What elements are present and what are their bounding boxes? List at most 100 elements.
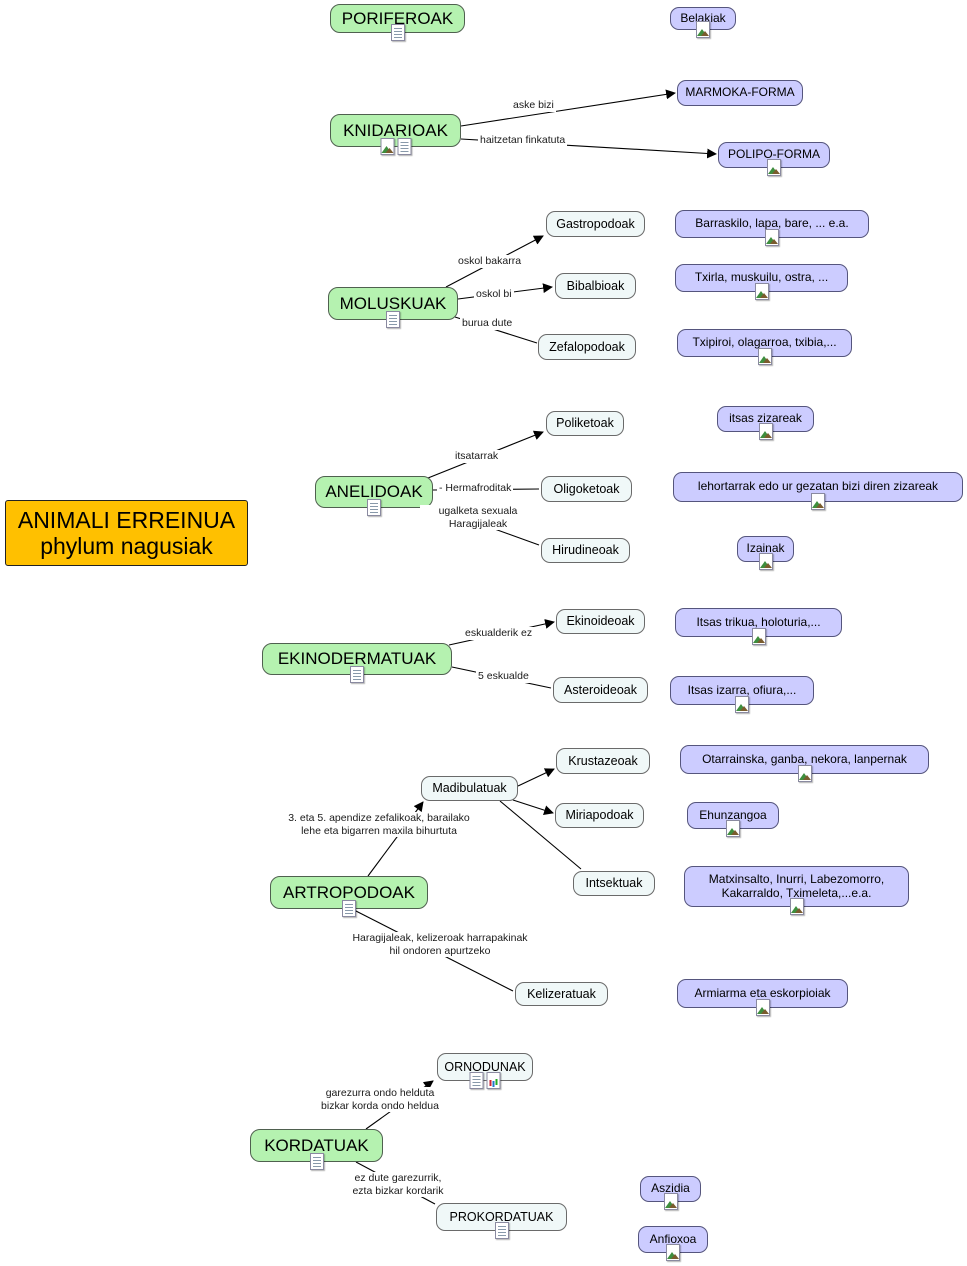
- node-itsas-izarra[interactable]: Itsas izarra, ofiura,...: [670, 676, 814, 713]
- node-icons: [367, 499, 381, 516]
- node-label: MOLUSKUAK: [339, 293, 447, 313]
- image-icon[interactable]: [666, 1244, 680, 1261]
- node-label: Aszidia: [651, 1181, 690, 1196]
- edge-label-burua-dute[interactable]: burua dute: [460, 317, 515, 330]
- image-icon[interactable]: [811, 493, 825, 510]
- node-aszidia[interactable]: Aszidia: [640, 1176, 701, 1210]
- node-label: PORIFEROAK: [341, 8, 454, 28]
- edge-label-eskualderik-ez[interactable]: eskualderik ez: [463, 627, 535, 640]
- node-label: Hirudineoak: [552, 543, 619, 558]
- document-icon[interactable]: [386, 311, 400, 328]
- document-icon[interactable]: [367, 499, 381, 516]
- node-moluskuak[interactable]: MOLUSKUAK: [328, 287, 458, 328]
- node-zefalopodoak[interactable]: Zefalopodoak: [538, 334, 636, 360]
- edge-label-kelizeroak[interactable]: Haragijaleak, kelizeroak harrapakinak hi…: [338, 932, 542, 958]
- node-itsas-trikua[interactable]: Itsas trikua, holoturia,...: [675, 608, 842, 645]
- edge-label-garezurra[interactable]: garezurra ondo helduta bizkar korda ondo…: [313, 1087, 447, 1113]
- node-artropodoak[interactable]: ARTROPODOAK: [270, 876, 428, 917]
- document-icon[interactable]: [494, 1222, 509, 1239]
- document-icon[interactable]: [397, 138, 411, 155]
- image-icon[interactable]: [757, 348, 772, 365]
- node-icons: [765, 229, 779, 246]
- node-label: Madibulatuak: [432, 781, 507, 796]
- image-icon[interactable]: [755, 999, 770, 1016]
- node-izainak[interactable]: Izainak: [737, 536, 794, 570]
- node-otarrainska[interactable]: Otarrainska, ganba, nekora, lanpernak: [680, 745, 929, 782]
- document-icon[interactable]: [390, 24, 405, 41]
- node-ehunzangoa[interactable]: Ehunzangoa: [687, 802, 779, 837]
- node-icons: [386, 311, 400, 328]
- node-label: Bibalbioak: [566, 278, 625, 293]
- node-icons: [767, 159, 781, 176]
- node-anfioxoa[interactable]: Anfioxoa: [638, 1226, 708, 1261]
- node-ekinoideoak[interactable]: Ekinoideoak: [556, 609, 645, 634]
- node-bibalbioak[interactable]: Bibalbioak: [555, 273, 636, 299]
- image-icon[interactable]: [797, 765, 812, 782]
- node-icons: [309, 1153, 324, 1170]
- node-icons: [757, 348, 772, 365]
- image-icon[interactable]: [696, 21, 710, 38]
- edge-label-hermafroditak[interactable]: - Hermafroditak: [437, 482, 514, 495]
- image-icon[interactable]: [765, 229, 779, 246]
- node-madibulatuak[interactable]: Madibulatuak: [421, 776, 518, 801]
- image-icon[interactable]: [726, 820, 740, 837]
- edge-label-bost-eskualde[interactable]: 5 eskualde: [476, 670, 531, 683]
- edge-label-apendizeak[interactable]: 3. eta 5. apendize zefalikoak, barailako…: [281, 812, 477, 838]
- node-kordatuak[interactable]: KORDATUAK: [250, 1129, 383, 1170]
- node-belakiak[interactable]: Belakiak: [670, 7, 736, 38]
- node-txipiroi[interactable]: Txipiroi, olagarroa, txibia,...: [677, 329, 852, 365]
- node-matxinsalto[interactable]: Matxinsalto, Inurri, Labezomorro, Kakarr…: [684, 866, 909, 915]
- node-poliketoak[interactable]: Poliketoak: [546, 411, 624, 436]
- node-poriferoak[interactable]: PORIFEROAK: [330, 4, 465, 41]
- document-icon[interactable]: [309, 1153, 324, 1170]
- node-gastropodoak[interactable]: Gastropodoak: [546, 211, 645, 237]
- node-lehortarrak[interactable]: lehortarrak edo ur gezatan bizi diren zi…: [673, 472, 963, 510]
- node-intsektuak[interactable]: Intsektuak: [573, 871, 655, 896]
- node-label: ANELIDOAK: [325, 482, 423, 502]
- node-label: Otarrainska, ganba, nekora, lanpernak: [702, 751, 907, 766]
- image-icon[interactable]: [663, 1193, 678, 1210]
- node-ornodunak[interactable]: ORNODUNAK: [437, 1053, 533, 1089]
- node-label: lehortarrak edo ur gezatan bizi diren zi…: [697, 479, 939, 494]
- image-icon[interactable]: [758, 553, 773, 570]
- node-asteroideoak[interactable]: Asteroideoak: [553, 677, 648, 703]
- image-icon[interactable]: [751, 628, 766, 645]
- node-ekinodermatuak[interactable]: EKINODERMATUAK: [262, 643, 452, 683]
- node-miriapodoak[interactable]: Miriapodoak: [555, 803, 644, 828]
- node-marmoka-forma[interactable]: MARMOKA-FORMA: [677, 80, 803, 106]
- image-icon[interactable]: [767, 159, 781, 176]
- document-icon[interactable]: [350, 666, 364, 683]
- document-icon[interactable]: [469, 1072, 484, 1089]
- map-title[interactable]: ANIMALI ERREINUA phylum nagusiak: [5, 500, 248, 566]
- chart-icon[interactable]: [486, 1072, 501, 1089]
- node-label: Belakiak: [680, 10, 726, 25]
- node-polipo-forma[interactable]: POLIPO-FORMA: [718, 142, 830, 176]
- edge-label-aske-bizi[interactable]: aske bizi: [511, 99, 556, 112]
- node-itsas-zizareak[interactable]: itsas zizareak: [717, 406, 814, 440]
- image-icon[interactable]: [380, 138, 394, 155]
- edge-label-itsatarrak[interactable]: itsatarrak: [453, 450, 501, 463]
- node-barraskilo[interactable]: Barraskilo, lapa, bare, ... e.a.: [675, 210, 869, 246]
- node-txirla[interactable]: Txirla, muskuilu, ostra, ...: [675, 264, 848, 300]
- image-icon[interactable]: [789, 898, 804, 915]
- node-krustazeoak[interactable]: Krustazeoak: [556, 748, 650, 774]
- node-kelizeratuak[interactable]: Kelizeratuak: [515, 982, 608, 1006]
- node-prokordatuak[interactable]: PROKORDATUAK: [436, 1203, 567, 1239]
- node-icons: [663, 1193, 678, 1210]
- edge-label-ugalketa-sexuala[interactable]: ugalketa sexuala Haragijaleak: [420, 505, 536, 531]
- node-hirudineoak[interactable]: Hirudineoak: [541, 538, 630, 563]
- edge-label-oskol-bi[interactable]: oskol bi: [474, 288, 514, 301]
- edge-label-ez-dute-garezurrik[interactable]: ez dute garezurrik, ezta bizkar kordarik: [344, 1172, 452, 1198]
- node-armiarma[interactable]: Armiarma eta eskorpioiak: [677, 979, 848, 1016]
- node-oligoketoak[interactable]: Oligoketoak: [541, 476, 632, 502]
- edge-label-oskol-bakarra[interactable]: oskol bakarra: [456, 255, 524, 268]
- connector-line: [517, 768, 555, 787]
- document-icon[interactable]: [342, 900, 356, 917]
- image-icon[interactable]: [754, 283, 769, 300]
- image-icon[interactable]: [735, 696, 749, 713]
- node-label: itsas zizareak: [729, 411, 802, 426]
- edge-label-haitzetan-finkatuta[interactable]: haitzetan finkatuta: [478, 134, 568, 147]
- image-icon[interactable]: [758, 423, 773, 440]
- node-anelidoak[interactable]: ANELIDOAK: [315, 476, 433, 516]
- node-knidarioak[interactable]: KNIDARIOAK: [330, 114, 461, 155]
